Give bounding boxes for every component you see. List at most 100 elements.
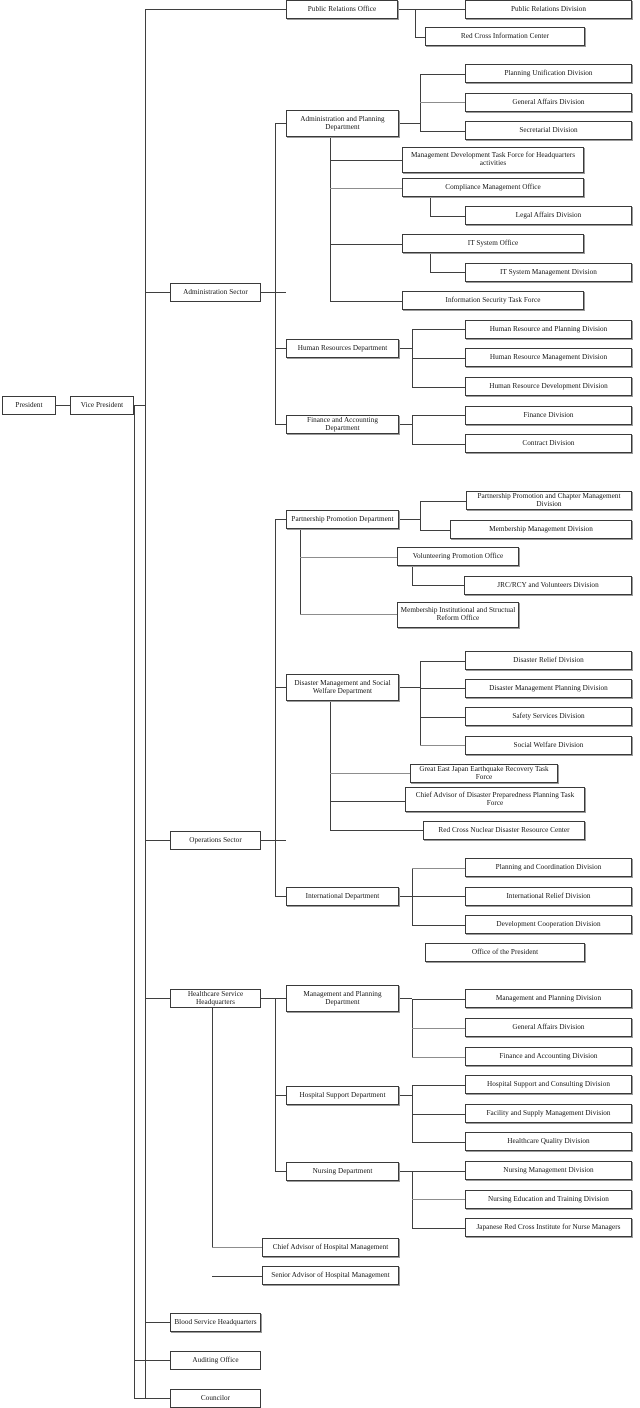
node-general-affairs-division[interactable]: General Affairs Division <box>465 93 632 112</box>
node-human-resource-management-division[interactable]: Human Resource Management Division <box>465 348 632 367</box>
connector-hsd-out <box>399 1095 412 1096</box>
node-finance-accounting-division[interactable]: Finance and Accounting Division <box>465 1047 632 1066</box>
node-social-welfare-division[interactable]: Social Welfare Division <box>465 736 632 755</box>
connector-intl-relief-division <box>412 896 465 897</box>
node-information-security-task-force[interactable]: Information Security Task Force <box>402 291 584 310</box>
connector-healthcare-advisors-vertical <box>212 1007 213 1247</box>
node-partnership-promotion-department[interactable]: Partnership Promotion Department <box>286 510 399 529</box>
connector-pro-red-cross-information-center <box>415 37 425 38</box>
node-disaster-relief-division[interactable]: Disaster Relief Division <box>465 651 632 670</box>
node-blood-service-headquarters[interactable]: Blood Service Headquarters <box>170 1313 261 1332</box>
connector-spine-healthcare-headquarters <box>145 998 170 999</box>
connector-hc-to-hospital-support-dept <box>275 1095 286 1096</box>
connector-dmd-vertical <box>420 661 421 746</box>
connector-hc-to-nursing-dept <box>275 1171 286 1172</box>
node-president[interactable]: President <box>2 396 56 415</box>
connector-nursing-education-training <box>412 1199 465 1200</box>
node-public-relations-office[interactable]: Public Relations Office <box>286 0 398 19</box>
connector-it-office-it-mgmt-division <box>430 272 465 273</box>
connector-apd-out <box>399 123 420 124</box>
connector-spine-administration-sector <box>145 292 171 293</box>
connector-hc-chief-advisor <box>212 1247 262 1248</box>
node-office-of-the-president[interactable]: Office of the President <box>425 943 585 962</box>
connector-admin-sector-vertical <box>275 123 276 424</box>
node-management-development-task-force[interactable]: Management Development Task Force for He… <box>402 147 584 173</box>
node-safety-services-division[interactable]: Safety Services Division <box>465 707 632 726</box>
connector-apd-general-affairs <box>420 102 465 103</box>
node-human-resource-planning-division[interactable]: Human Resource and Planning Division <box>465 320 632 339</box>
node-great-east-japan-earthquake-recovery-task-force[interactable]: Great East Japan Earthquake Recovery Tas… <box>410 764 558 783</box>
node-planning-unification-division[interactable]: Planning Unification Division <box>465 64 632 83</box>
node-jrc-rcy-volunteers-division[interactable]: JRC/RCY and Volunteers Division <box>464 576 632 595</box>
node-membership-management-division[interactable]: Membership Management Division <box>450 520 632 539</box>
node-legal-affairs-division[interactable]: Legal Affairs Division <box>465 206 632 225</box>
node-membership-institutional-structual-reform-office[interactable]: Membership Institutional and Structual R… <box>397 602 519 628</box>
node-partnership-promotion-chapter-management-division[interactable]: Partnership Promotion and Chapter Manage… <box>466 491 632 510</box>
connector-nursing-management-division <box>412 1171 465 1172</box>
node-disaster-management-planning-division[interactable]: Disaster Management Planning Division <box>465 679 632 698</box>
connector-apd-secretarial <box>420 131 465 132</box>
node-vice-president[interactable]: Vice President <box>70 396 134 415</box>
node-hospital-support-consulting-division[interactable]: Hospital Support and Consulting Division <box>465 1075 632 1094</box>
node-contract-division[interactable]: Contract Division <box>465 434 632 453</box>
connector-compliance-legal-affairs <box>430 216 465 217</box>
node-volunteering-promotion-office[interactable]: Volunteering Promotion Office <box>397 547 519 566</box>
node-human-resource-development-division[interactable]: Human Resource Development Division <box>465 377 632 396</box>
connector-operations-sector-out <box>261 840 286 841</box>
connector-dmd-out <box>399 687 420 688</box>
node-chief-advisor-hospital-management[interactable]: Chief Advisor of Hospital Management <box>262 1238 399 1257</box>
connector-admin-sector-out <box>261 292 286 293</box>
node-red-cross-information-center[interactable]: Red Cross Information Center <box>425 27 585 46</box>
connector-ppd-vertical <box>420 501 421 530</box>
node-management-planning-department[interactable]: Management and Planning Department <box>286 985 399 1012</box>
node-international-relief-division[interactable]: International Relief Division <box>465 887 632 906</box>
node-international-department[interactable]: International Department <box>286 887 399 906</box>
node-planning-coordination-division[interactable]: Planning and Coordination Division <box>465 858 632 877</box>
node-compliance-management-office[interactable]: Compliance Management Office <box>402 178 584 197</box>
node-administration-sector[interactable]: Administration Sector <box>170 283 261 302</box>
connector-healthcare-vertical <box>275 998 276 1172</box>
node-auditing-office[interactable]: Auditing Office <box>170 1351 261 1370</box>
node-healthcare-quality-division[interactable]: Healthcare Quality Division <box>465 1132 632 1151</box>
connector-operations-vertical <box>275 519 276 896</box>
node-management-planning-division[interactable]: Management and Planning Division <box>465 989 632 1008</box>
node-healthcare-service-headquarters[interactable]: Healthcare Service Headquarters <box>170 989 261 1008</box>
connector-intl-development-cooperation <box>412 925 465 926</box>
node-finance-division[interactable]: Finance Division <box>465 406 632 425</box>
node-finance-accounting-department[interactable]: Finance and Accounting Department <box>286 415 399 434</box>
node-senior-advisor-hospital-management[interactable]: Senior Advisor of Hospital Management <box>262 1266 399 1285</box>
node-red-cross-nuclear-disaster-resource-center[interactable]: Red Cross Nuclear Disaster Resource Cent… <box>423 821 585 840</box>
connector-apd-mgmt-dev-task-force <box>330 160 402 161</box>
connector-healthcare-out <box>261 998 286 999</box>
node-it-system-management-division[interactable]: IT System Management Division <box>465 263 632 282</box>
node-facility-supply-management-division[interactable]: Facility and Supply Management Division <box>465 1104 632 1123</box>
node-nursing-management-division[interactable]: Nursing Management Division <box>465 1161 632 1180</box>
connector-mpd-management-planning-division <box>412 999 465 1000</box>
node-chief-advisor-disaster-preparedness[interactable]: Chief Advisor of Disaster Preparedness P… <box>405 787 585 812</box>
connector-nursing-out <box>399 1171 412 1172</box>
connector-it-office-vertical <box>430 253 431 272</box>
node-healthcare-general-affairs-division[interactable]: General Affairs Division <box>465 1018 632 1037</box>
connector-mpd-finance-accounting-division <box>412 1057 465 1058</box>
node-disaster-management-social-welfare-department[interactable]: Disaster Management and Social Welfare D… <box>286 674 399 701</box>
connector-volunteering-jrc-rcy <box>412 585 464 586</box>
node-operations-sector[interactable]: Operations Sector <box>170 831 261 850</box>
connector-ppd-lower-vertical <box>300 530 301 614</box>
connector-contract-division <box>412 444 465 445</box>
node-public-relations-division[interactable]: Public Relations Division <box>465 0 632 19</box>
node-administration-planning-department[interactable]: Administration and Planning Department <box>286 110 399 137</box>
node-development-cooperation-division[interactable]: Development Cooperation Division <box>465 915 632 934</box>
node-hospital-support-department[interactable]: Hospital Support Department <box>286 1086 399 1105</box>
node-japanese-red-cross-institute-nurse-managers[interactable]: Japanese Red Cross Institute for Nurse M… <box>465 1218 632 1237</box>
node-nursing-department[interactable]: Nursing Department <box>286 1162 399 1181</box>
connector-hsd-healthcare-quality <box>412 1142 465 1143</box>
node-nursing-education-training-division[interactable]: Nursing Education and Training Division <box>465 1190 632 1209</box>
node-councilor[interactable]: Councilor <box>170 1389 261 1408</box>
connector-spine-auditing-office <box>134 1360 170 1361</box>
connector-finance-out <box>399 424 412 425</box>
node-human-resources-department[interactable]: Human Resources Department <box>286 339 399 358</box>
node-it-system-office[interactable]: IT System Office <box>402 234 584 253</box>
connector-hc-senior-advisor <box>212 1276 262 1277</box>
node-secretarial-division[interactable]: Secretarial Division <box>465 121 632 140</box>
